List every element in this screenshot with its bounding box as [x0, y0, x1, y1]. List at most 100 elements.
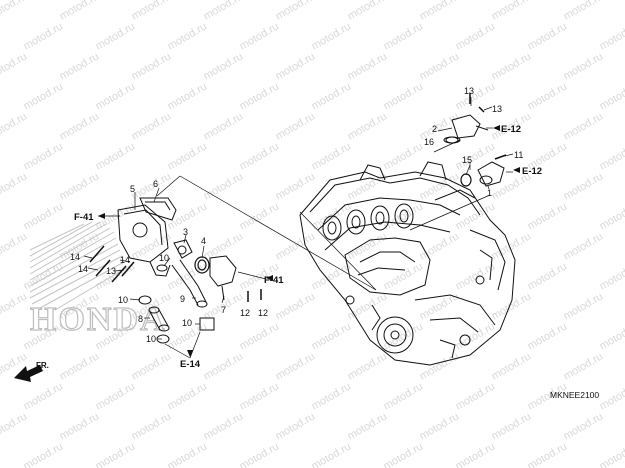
watermark-text: motod.ru — [22, 20, 66, 52]
watermark-text: motod.ru — [274, 230, 318, 262]
watermark-text: motod.ru — [598, 440, 625, 468]
o-ring-15 — [460, 173, 472, 187]
watermark-text: motod.ru — [0, 230, 29, 262]
watermark-text: motod.ru — [202, 170, 246, 202]
callout-label: 11 — [514, 150, 523, 160]
watermark-text: motod.ru — [418, 350, 462, 382]
watermark-text: motod.ru — [22, 140, 66, 172]
watermark-text: motod.ru — [0, 410, 29, 442]
gasket — [139, 197, 177, 221]
watermark-text: motod.ru — [310, 440, 354, 468]
watermark-text: motod.ru — [562, 170, 606, 202]
watermark-text: motod.ru — [130, 0, 174, 23]
callout-label: 10 — [159, 253, 169, 263]
watermark-text: motod.ru — [490, 0, 534, 23]
watermark-text: motod.ru — [454, 320, 498, 352]
watermark-text: motod.ru — [490, 410, 534, 442]
honda-wing-logo: HONDA — [29, 221, 167, 339]
watermark-text: motod.ru — [58, 110, 102, 142]
watermark-text: motod.ru — [274, 50, 318, 82]
watermark-text: motod.ru — [454, 20, 498, 52]
watermark-text: motod.ru — [346, 0, 390, 23]
water-outlet-1 — [477, 161, 505, 187]
callout-label: 7 — [221, 305, 226, 315]
watermark-text: motod.ru — [274, 410, 318, 442]
watermark-text: motod.ru — [58, 0, 102, 23]
watermark-text: motod.ru — [490, 50, 534, 82]
watermark-text: motod.ru — [562, 290, 606, 322]
watermark-text: motod.ru — [526, 320, 570, 352]
watermark-text: motod.ru — [382, 380, 426, 412]
callout-label: 6 — [153, 179, 158, 189]
watermark-text: motod.ru — [238, 440, 282, 468]
watermark-text: motod.ru — [490, 230, 534, 262]
watermark-text: motod.ru — [526, 20, 570, 52]
callout-label: 4 — [201, 236, 206, 246]
callout-label: 13 — [492, 104, 502, 114]
watermark-text: motod.ru — [238, 320, 282, 352]
watermark-text: motod.ru — [238, 80, 282, 112]
watermark-text: motod.ru — [238, 20, 282, 52]
watermark-text: motod.ru — [130, 410, 174, 442]
watermark-text: motod.ru — [346, 110, 390, 142]
watermark-text: motod.ru — [346, 410, 390, 442]
watermark-text: motod.ru — [274, 0, 318, 23]
water-pipe-7 — [209, 255, 237, 301]
callout-label: 9 — [180, 294, 185, 304]
front-direction-marker: FR. — [14, 361, 49, 382]
watermark-text: motod.ru — [562, 350, 606, 382]
watermark-text: motod.ru — [94, 20, 138, 52]
watermark-text: motod.ru — [598, 80, 625, 112]
callout-label: 12 — [258, 308, 268, 318]
callout-label: 14 — [70, 252, 80, 262]
callout-label: 13 — [464, 86, 474, 96]
watermark-text: motod.ru — [0, 50, 29, 82]
watermark-text: motod.ru — [58, 410, 102, 442]
watermark-text: motod.ru — [382, 140, 426, 172]
joint-3 — [173, 239, 193, 259]
watermark-text: motod.ru — [166, 80, 210, 112]
front-label: FR. — [36, 361, 49, 370]
watermark-text: motod.ru — [490, 290, 534, 322]
watermark-text: motod.ru — [274, 170, 318, 202]
watermark-text: motod.ru — [22, 440, 66, 468]
watermark-text: motod.ru — [454, 140, 498, 172]
watermark-text: motod.ru — [418, 0, 462, 23]
reference-label: F-41 — [264, 275, 284, 286]
watermark-text: motod.ru — [526, 260, 570, 292]
watermark-text: motod.ru — [418, 50, 462, 82]
water-hose-9 — [171, 259, 208, 308]
watermark-text: motod.ru — [418, 230, 462, 262]
watermark-text: motod.ru — [130, 350, 174, 382]
watermark-text: motod.ru — [22, 200, 66, 232]
callout-label: 10 — [118, 295, 128, 305]
reference-label: E-14 — [180, 359, 201, 370]
watermark-text: motod.ru — [58, 50, 102, 82]
watermark-text: motod.ru — [166, 20, 210, 52]
watermark-text: motod.ru — [490, 350, 534, 382]
watermark-text: motod.ru — [238, 200, 282, 232]
watermark-text: motod.ru — [418, 410, 462, 442]
watermark-text: motod.ru — [202, 230, 246, 262]
o-ring-16 — [445, 136, 459, 144]
watermark-text: motod.ru — [598, 20, 625, 52]
watermark-text: motod.ru — [166, 440, 210, 468]
watermark-text: motod.ru — [382, 20, 426, 52]
honda-logo-text: HONDA — [30, 301, 167, 338]
watermark-text: motod.ru — [238, 140, 282, 172]
leader-lines — [83, 97, 514, 359]
watermark-text: motod.ru — [526, 80, 570, 112]
watermark-text: motod.ru — [562, 0, 606, 23]
watermark-text: motod.ru — [382, 320, 426, 352]
callout-label: 10 — [146, 334, 156, 344]
callout-label: 2 — [432, 124, 437, 134]
watermark-text: motod.ru — [562, 110, 606, 142]
watermark-text: motod.ru — [238, 380, 282, 412]
watermark-text: motod.ru — [58, 350, 102, 382]
watermark-text: motod.ru — [562, 50, 606, 82]
callout-label: 1 — [487, 188, 492, 198]
watermark-text: motod.ru — [562, 230, 606, 262]
watermark-text: motod.ru — [454, 200, 498, 232]
watermark-text: motod.ru — [310, 260, 354, 292]
